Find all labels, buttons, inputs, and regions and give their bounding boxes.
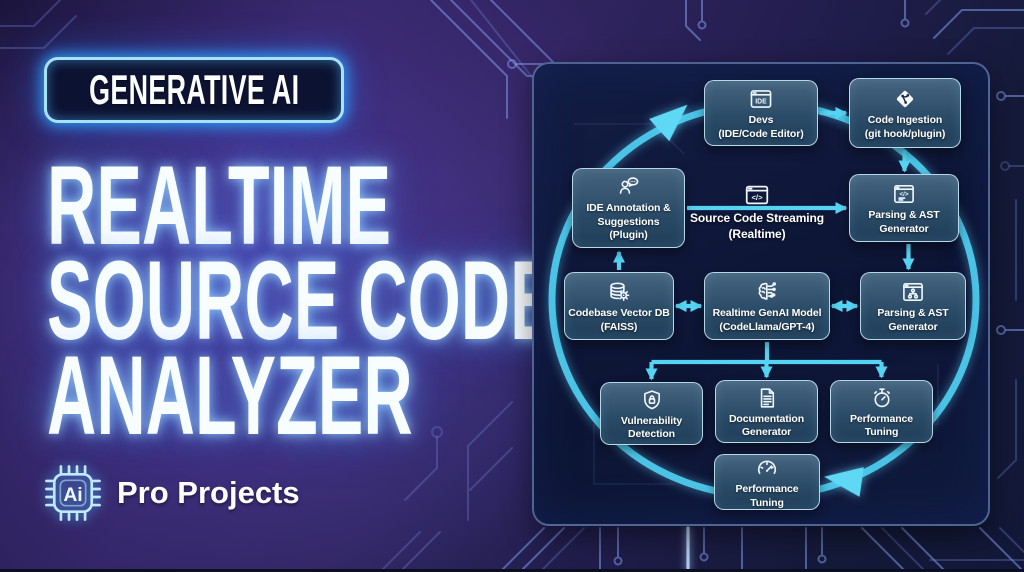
main-title: REALTIME SOURCE CODE ANALYZER [47,143,587,458]
person-chat-icon [616,174,642,200]
node-label-line: Detection [628,428,675,440]
node-label-line: Parsing & AST [868,209,940,221]
stopwatch-icon [869,385,895,411]
database-gear-icon [606,279,632,305]
node-label-line: Codebase Vector DB [568,307,670,319]
diagram-node-codebase-vector-db: Codebase Vector DB(FAISS) [564,272,674,340]
node-label-line: Generator [741,426,792,438]
node-label-line: Generator [879,222,929,235]
node-label-line: (Realtime) [728,226,786,241]
svg-text:</>: </> [899,191,908,198]
feedback-cycle-arrowhead [649,104,688,142]
diagram-panel: IDE Devs(IDE/Code Editor) Code Ingestion(g… [532,62,990,526]
diagram-node-devs: IDE Devs(IDE/Code Editor) [704,80,818,146]
code-editor-icon: </> [891,181,917,207]
badge-label: GENERATIVE AI [88,66,300,113]
node-label-line: Realtime GenAI Model [712,307,822,319]
node-label-line: Tuning [750,496,784,509]
ide-window-icon: IDE [748,86,774,112]
generative-ai-badge: GENERATIVE AI [44,57,344,123]
code-window-icon: </> [742,181,772,209]
node-label-line: Tuning [864,426,899,438]
ai-chip-icon: Ai [45,465,101,521]
node-label-line: (FAISS) [600,320,638,333]
node-label-line: Code Ingestion [867,114,943,126]
node-label-line: Performance [849,412,914,425]
brand: Ai Pro Projects [44,464,300,522]
node-label-line: (CodeLlama/GPT-4) [719,320,815,333]
node-label-line: IDE Annotation & [586,202,671,215]
node-label-line: (Plugin) [609,229,648,242]
node-label-line: Generator [888,320,938,333]
node-label-line: Vulnerability [620,414,683,427]
title-line: ANALYZER [47,333,413,458]
svg-text:IDE: IDE [755,98,767,105]
brain-circuit-icon [754,279,780,305]
chip-label: Ai [63,485,82,506]
node-label-line: Parsing & AST [877,307,949,319]
shield-lock-icon [639,387,665,413]
title-line: REALTIME [47,143,392,268]
diagram-node-source-code-streaming: </> Source Code Streaming(Realtime) [684,176,830,246]
node-label-line: Performance [735,483,799,495]
node-label-line: Source Code Streaming [690,211,824,225]
feedback-cycle-arrowhead [824,467,864,497]
node-label-line: Suggestions [597,215,660,228]
git-branch-icon [892,86,918,112]
svg-text:</>: </> [751,193,763,202]
diagram-node-code-ingestion: Code Ingestion(git hook/plugin) [849,78,961,148]
title-line: SOURCE CODE [47,238,556,363]
document-icon [754,385,780,411]
gauge-icon [754,455,780,481]
brand-name: Pro Projects [117,475,300,510]
node-label-line: (IDE/Code Editor) [718,127,804,140]
node-label-line: Documentation [728,412,805,425]
window-tree-icon [900,279,926,305]
diagram-node-genai-model: Realtime GenAI Model(CodeLlama/GPT-4) [704,272,830,340]
node-label-line: (git hook/plugin) [864,127,946,140]
node-label-line: Devs [748,114,774,126]
diagram-node-ide-annotation: IDE Annotation &Suggestions(Plugin) [572,168,685,248]
